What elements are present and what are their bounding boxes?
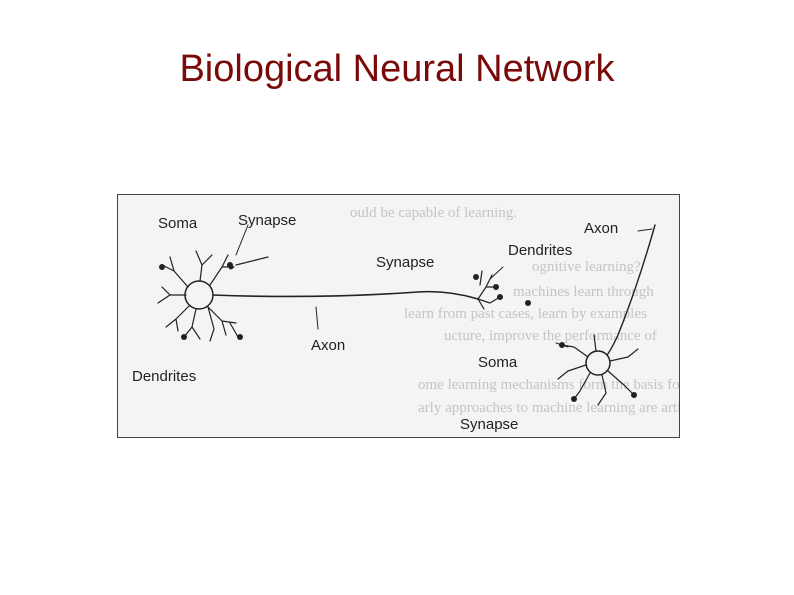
label-synapse-mid: Synapse — [376, 254, 434, 271]
bg-text-line-7: arly approaches to machine learning are … — [418, 400, 680, 416]
bg-text-line-1: ould be capable of learning. — [350, 205, 517, 221]
extra-terminals — [228, 264, 234, 270]
right-dendrites — [557, 334, 639, 406]
right-soma-cell-body — [585, 350, 611, 376]
neuron-diagram: ould be capable of learning. ognitive le… — [117, 194, 680, 438]
right-axon — [606, 224, 656, 356]
neuron-illustration: ould be capable of learning. ognitive le… — [132, 205, 680, 433]
bg-text-line-3: machines learn through — [513, 284, 654, 300]
label-synapse-top: Synapse — [238, 212, 296, 229]
label-dendrites-left: Dendrites — [132, 368, 196, 385]
background-text: ould be capable of learning. ognitive le… — [350, 205, 680, 416]
diagram-labels: Soma Synapse Synapse Dendrites Axon Axon… — [132, 212, 618, 433]
bg-text-line-2: ognitive learning? — [532, 259, 641, 275]
bg-text-line-5: ucture, improve the performance of — [444, 328, 657, 344]
label-soma-right: Soma — [478, 354, 518, 371]
slide-title: Biological Neural Network — [179, 48, 615, 90]
bg-text-line-6: ome learning mechanisms form the basis f… — [418, 377, 680, 393]
bg-text-line-4: learn from past cases, learn by examples — [404, 306, 647, 322]
label-pointers — [235, 224, 653, 348]
label-soma-left: Soma — [158, 215, 198, 232]
axon-terminal-branches — [477, 270, 501, 310]
main-axon — [212, 290, 479, 300]
label-axon-right: Axon — [584, 220, 618, 237]
mid-synapse-terminals — [473, 274, 503, 300]
label-axon-mid: Axon — [311, 337, 345, 354]
label-dendrites-right: Dendrites — [508, 242, 572, 259]
left-input-axon — [235, 256, 269, 266]
right-neuron — [525, 224, 656, 406]
left-soma-cell-body — [184, 280, 214, 310]
label-synapse-bottom: Synapse — [460, 416, 518, 433]
left-synapse-terminals — [159, 262, 243, 340]
